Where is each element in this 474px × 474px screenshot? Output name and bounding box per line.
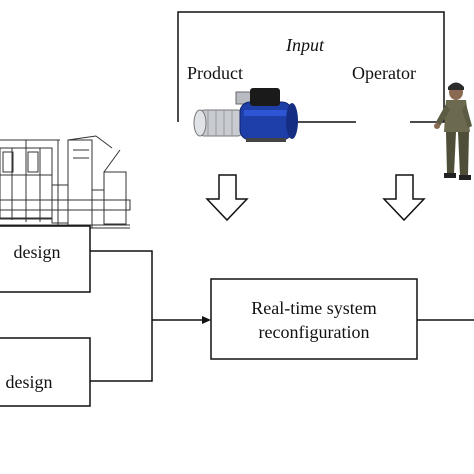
hollow-down-arrow-icon — [205, 174, 249, 222]
input-title: Input — [286, 35, 324, 55]
assembly-line-machine-icon — [0, 135, 131, 229]
connector-lines — [90, 250, 474, 382]
pump-product-icon — [193, 88, 298, 142]
input-frame — [177, 11, 445, 123]
product-label: Product — [187, 63, 243, 83]
box-center-line1: Real-time system — [251, 298, 377, 318]
operator-label: Operator — [352, 63, 416, 83]
box-bottom-left-label: design — [5, 372, 53, 392]
box-bottom-left — [0, 337, 91, 407]
arrowhead-into-center — [202, 316, 211, 324]
box-center — [210, 278, 418, 360]
box-top-left — [0, 225, 91, 293]
box-center-line2: reconfiguration — [258, 322, 370, 342]
box-center-label: Real-time system reconfiguration — [211, 296, 417, 344]
hollow-down-arrow-icon — [382, 174, 426, 222]
operator-person-icon — [434, 82, 472, 180]
box-top-left-label: design — [13, 242, 61, 262]
